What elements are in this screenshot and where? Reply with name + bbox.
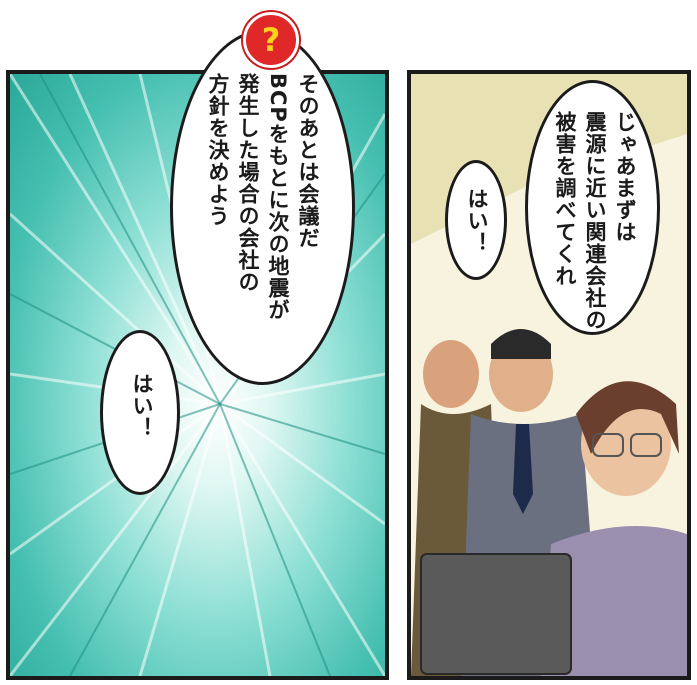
- speech-bubble-reply-right: はい！: [445, 160, 507, 280]
- speech-bubble-reply-left: はい！: [100, 330, 180, 495]
- tablet: [420, 553, 572, 675]
- woman-right: [541, 381, 687, 676]
- speech-text-reply-left: はい！: [130, 373, 154, 439]
- speech-bubble-instructions: じゃあまずは 震源に近い関連会社の 被害を調べてくれ: [525, 80, 660, 335]
- speech-bubble-meeting: そのあとは会議だ BCPをもとに次の地震が 発生した場合の会社の 方針を決めよう: [170, 30, 355, 385]
- speech-text-meeting: そのあとは会議だ BCPをもとに次の地震が 発生した場合の会社の 方針を決めよう: [206, 73, 320, 321]
- question-badge-icon: ?: [243, 12, 299, 68]
- speech-text-instructions: じゃあまずは 震源に近い関連会社の 被害を調べてくれ: [553, 111, 637, 331]
- speech-text-reply-right: はい！: [465, 188, 489, 254]
- speed-lines: [10, 74, 385, 676]
